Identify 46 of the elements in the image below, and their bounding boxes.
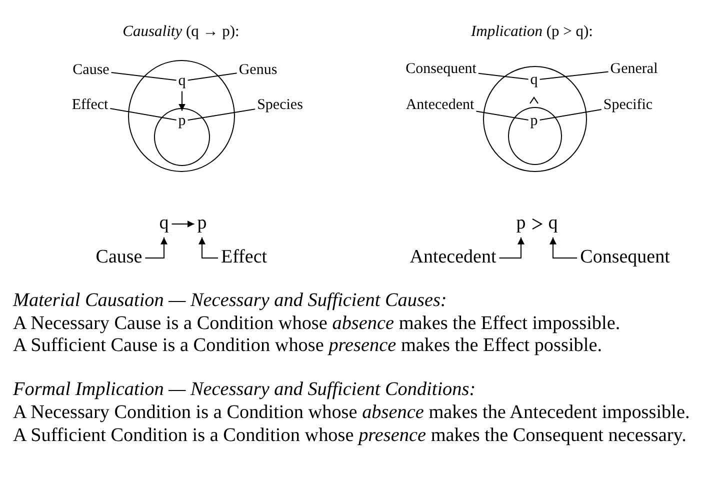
term-label: Genus [238, 62, 278, 78]
term-label: Cause [96, 248, 142, 268]
leader-line [539, 71, 609, 80]
arrow [178, 90, 186, 112]
term-label: Specific [603, 96, 653, 114]
term-label: Effect [72, 96, 108, 114]
term-label: Effect [220, 248, 268, 268]
bent-arrow [144, 236, 168, 258]
term-label: Consequent [580, 248, 670, 268]
variable-letter: p [178, 112, 186, 130]
definition-text: A Sufficient Condition is a Condition whose presence makes the Consequent necessary. [13, 425, 686, 447]
variable-letter: q [159, 214, 169, 234]
bent-arrow [498, 236, 524, 258]
bent-arrow [198, 236, 218, 258]
variable-letter: q [548, 214, 558, 234]
bent-arrow [550, 236, 578, 258]
definition-text: A Sufficient Cause is a Condition whose presence makes the Effect possible. [13, 335, 602, 357]
inner-oval [508, 107, 562, 165]
section-heading: Material Causation — Necessary and Sufficient Causes: [13, 290, 447, 312]
panel-heading: Causality (q → p): [122, 23, 240, 41]
term-label: Cause [72, 62, 110, 78]
variable-letter: p [516, 214, 526, 234]
term-label: Antecedent [410, 248, 496, 268]
term-label: Consequent [406, 60, 476, 78]
term-label: Species [257, 96, 303, 114]
leader-line [187, 108, 256, 121]
panel-heading: Implication (p > q): [471, 23, 593, 41]
leader-line [110, 108, 177, 120]
definition-text: A Necessary Cause is a Condition whose absence makes the Effect impossible. [13, 313, 620, 335]
term-label: General [610, 60, 658, 78]
outer-oval [128, 60, 235, 172]
variable-letter: q [530, 72, 538, 88]
inner-oval [154, 108, 210, 166]
definition-text: A Necessary Condition is a Condition whose absence makes the Antecedent impossible. [13, 402, 690, 424]
variable-letter: p [530, 112, 538, 130]
chevron-sign [530, 96, 538, 104]
term-label: Antecedent [406, 96, 474, 114]
outer-oval [483, 66, 587, 172]
leader-line [110, 72, 177, 81]
leader-line [478, 72, 529, 80]
arrow [171, 220, 195, 228]
chevron-sign [532, 218, 543, 230]
variable-letter: p [197, 214, 207, 234]
variable-letter: q [178, 72, 186, 90]
section-heading: Formal Implication — Necessary and Sufficient Conditions: [13, 379, 476, 401]
leader-line [187, 72, 238, 81]
